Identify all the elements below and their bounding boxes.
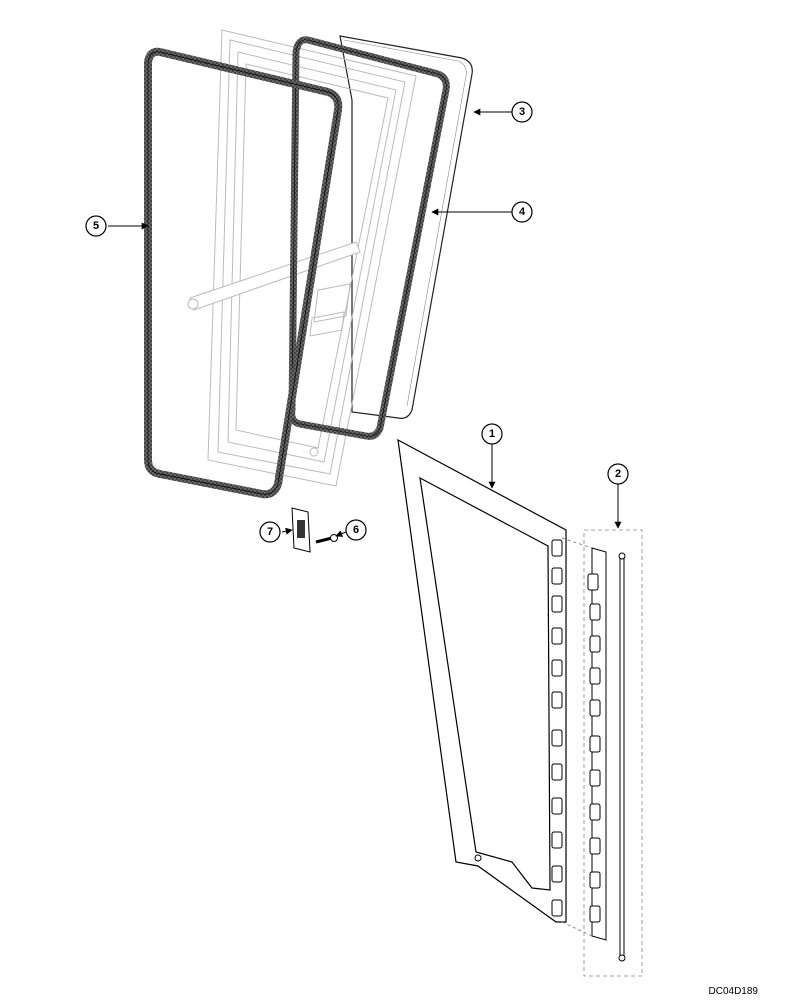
seal-part-5 (144, 47, 343, 499)
callout-3: 3 (511, 101, 533, 123)
callout-label-7: 7 (267, 526, 273, 538)
leader-7 (281, 527, 293, 535)
glass-panel-part-3 (339, 35, 473, 419)
callout-6: 6 (345, 519, 367, 541)
door-hinge-knuckles (551, 539, 563, 917)
drawing-code: DC04D189 (709, 986, 759, 997)
hinge-assembly-part-2 (561, 529, 643, 977)
callout-4: 4 (511, 201, 533, 223)
leader-6 (335, 530, 347, 537)
callout-5: 5 (85, 215, 107, 237)
leader-lines (108, 108, 622, 537)
callout-label-4: 4 (519, 206, 526, 218)
callout-label-2: 2 (615, 468, 621, 480)
hinge-leaf-knuckles (587, 573, 601, 923)
callout-label-1: 1 (489, 428, 495, 440)
screw-part-6 (315, 534, 338, 544)
callout-7: 7 (259, 521, 281, 543)
door-frame-part-1 (397, 438, 567, 923)
striker-plate-part-7 (291, 507, 311, 553)
callout-label-5: 5 (93, 220, 99, 232)
seal-part-4 (288, 36, 450, 440)
callout-label-6: 6 (353, 524, 359, 536)
callout-2: 2 (607, 463, 629, 485)
callout-1: 1 (481, 423, 503, 445)
callout-label-3: 3 (519, 106, 525, 118)
